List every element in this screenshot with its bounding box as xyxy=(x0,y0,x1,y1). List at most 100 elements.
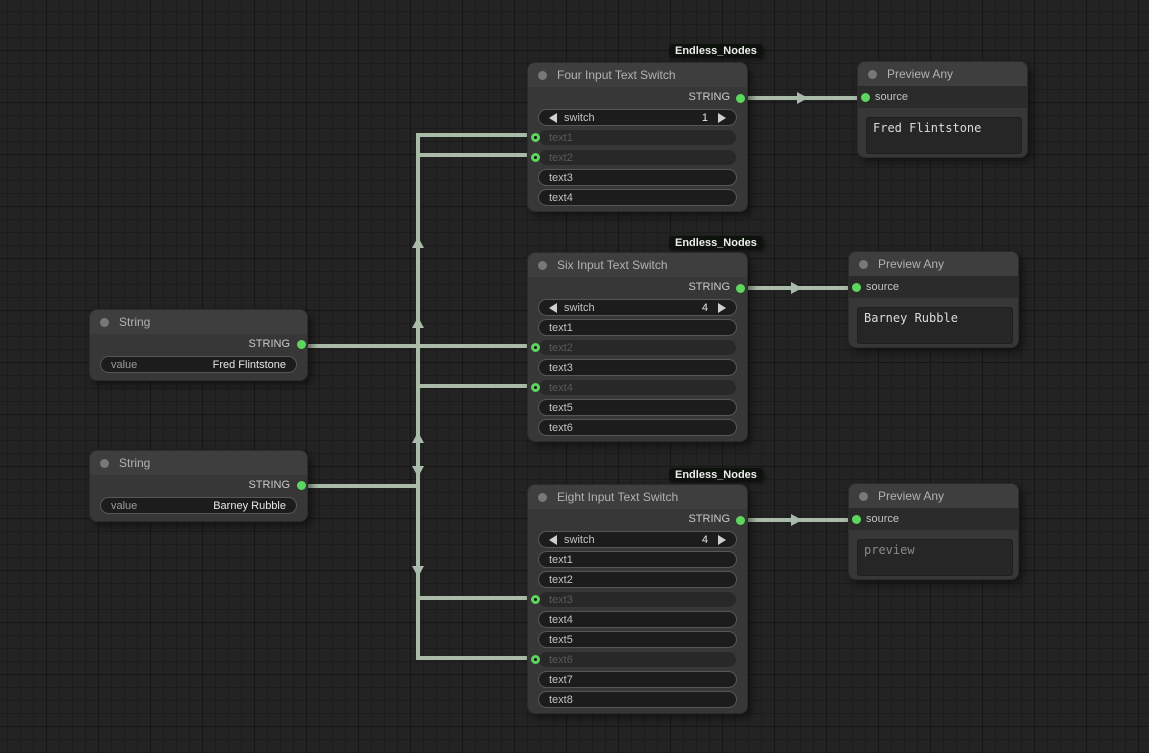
node-preview-any-barney[interactable]: Preview Any source Barney Rubble xyxy=(848,251,1019,348)
widget-text1[interactable]: text1 xyxy=(538,319,737,336)
collapse-dot-icon[interactable] xyxy=(859,491,868,501)
widget-label: text6 xyxy=(549,421,573,434)
collapse-dot-icon[interactable] xyxy=(868,69,877,79)
increment-arrow-icon[interactable] xyxy=(718,302,726,313)
preview-textarea[interactable]: preview xyxy=(857,539,1013,576)
endless-nodes-badge: Endless_Nodes xyxy=(669,468,763,482)
switch-widget[interactable]: switch 1 xyxy=(538,109,737,126)
input-socket-text3[interactable] xyxy=(531,595,540,604)
output-type-label: STRING xyxy=(688,513,730,525)
input-socket-text4[interactable] xyxy=(531,383,540,392)
input-label: source xyxy=(866,281,900,293)
link-to-four-text2 xyxy=(416,153,534,157)
input-socket-source[interactable] xyxy=(852,515,861,524)
collapse-dot-icon[interactable] xyxy=(100,317,109,327)
switch-widget[interactable]: switch 4 xyxy=(538,299,737,316)
preview-textarea[interactable]: Barney Rubble xyxy=(857,307,1013,344)
link-to-eight-text6 xyxy=(416,656,534,660)
node-title-bar[interactable]: Four Input Text Switch xyxy=(528,63,747,87)
widget-text8[interactable]: text8 xyxy=(538,691,737,708)
widget-text2[interactable]: text2 xyxy=(538,339,737,356)
widget-label: text1 xyxy=(549,321,573,334)
output-type-label: STRING xyxy=(248,479,290,491)
node-title: String xyxy=(119,456,151,470)
widget-text2[interactable]: text2 xyxy=(538,571,737,588)
switch-widget-value: 1 xyxy=(701,111,708,124)
node-preview-any-bottom[interactable]: Preview Any source preview xyxy=(848,483,1019,580)
widget-text6[interactable]: text6 xyxy=(538,419,737,436)
input-socket-text2[interactable] xyxy=(531,153,540,162)
widget-label: text7 xyxy=(549,673,573,686)
output-slot-string: STRING xyxy=(100,334,297,354)
increment-arrow-icon[interactable] xyxy=(718,112,726,123)
decrement-arrow-icon[interactable] xyxy=(549,534,557,545)
output-socket-string[interactable] xyxy=(297,481,306,490)
input-socket-source[interactable] xyxy=(852,283,861,292)
output-socket-string[interactable] xyxy=(736,94,745,103)
widget-text1[interactable]: text1 xyxy=(538,129,737,146)
link-trunk-vertical xyxy=(416,133,420,659)
node-title-bar[interactable]: Six Input Text Switch xyxy=(528,253,747,277)
node-six-input-text-switch[interactable]: Six Input Text Switch STRING switch 4 te… xyxy=(527,252,748,442)
input-socket-text2[interactable] xyxy=(531,343,540,352)
endless-nodes-badge: Endless_Nodes xyxy=(669,44,763,58)
widget-label: text2 xyxy=(549,341,573,354)
decrement-arrow-icon[interactable] xyxy=(549,112,557,123)
switch-widget-value: 4 xyxy=(701,301,708,314)
node-title-bar[interactable]: String xyxy=(90,451,307,475)
collapse-dot-icon[interactable] xyxy=(538,492,547,502)
input-socket-source[interactable] xyxy=(861,93,870,102)
node-title-bar[interactable]: Eight Input Text Switch xyxy=(528,485,747,509)
widget-text5[interactable]: text5 xyxy=(538,631,737,648)
value-widget-value: Barney Rubble xyxy=(213,499,286,512)
widget-text1[interactable]: text1 xyxy=(538,551,737,568)
node-title-bar[interactable]: Preview Any xyxy=(849,484,1018,508)
node-title-bar[interactable]: String xyxy=(90,310,307,334)
input-label: source xyxy=(866,513,900,525)
output-slot-string: STRING xyxy=(538,277,737,297)
input-socket-text6[interactable] xyxy=(531,655,540,664)
collapse-dot-icon[interactable] xyxy=(859,259,868,269)
output-slot-string: STRING xyxy=(100,475,297,495)
node-four-input-text-switch[interactable]: Four Input Text Switch STRING switch 1 t… xyxy=(527,62,748,212)
widget-text4[interactable]: text4 xyxy=(538,189,737,206)
node-string-barney[interactable]: String STRING value Barney Rubble xyxy=(89,450,308,522)
decrement-arrow-icon[interactable] xyxy=(549,302,557,313)
input-socket-text1[interactable] xyxy=(531,133,540,142)
node-preview-any-fred[interactable]: Preview Any source Fred Flintstone xyxy=(857,61,1028,158)
widget-text4[interactable]: text4 xyxy=(538,611,737,628)
widget-text7[interactable]: text7 xyxy=(538,671,737,688)
widget-label: text4 xyxy=(549,613,573,626)
widget-text4[interactable]: text4 xyxy=(538,379,737,396)
node-title: String xyxy=(119,315,151,329)
collapse-dot-icon[interactable] xyxy=(538,70,547,80)
widget-label: text2 xyxy=(549,573,573,586)
widget-text3[interactable]: text3 xyxy=(538,591,737,608)
node-title-bar[interactable]: Preview Any xyxy=(858,62,1027,86)
widget-text6[interactable]: text6 xyxy=(538,651,737,668)
collapse-dot-icon[interactable] xyxy=(100,458,109,468)
arrow-down-icon xyxy=(412,466,424,477)
value-widget[interactable]: value Fred Flintstone xyxy=(100,356,297,373)
increment-arrow-icon[interactable] xyxy=(718,534,726,545)
collapse-dot-icon[interactable] xyxy=(538,260,547,270)
output-socket-string[interactable] xyxy=(736,284,745,293)
node-title: Preview Any xyxy=(887,67,954,81)
preview-textarea[interactable]: Fred Flintstone xyxy=(866,117,1022,154)
widget-text3[interactable]: text3 xyxy=(538,169,737,186)
widget-text2[interactable]: text2 xyxy=(538,149,737,166)
link-to-eight-text3 xyxy=(416,596,534,600)
output-socket-string[interactable] xyxy=(297,340,306,349)
node-string-fred[interactable]: String STRING value Fred Flintstone xyxy=(89,309,308,381)
widget-label: text4 xyxy=(549,381,573,394)
node-eight-input-text-switch[interactable]: Eight Input Text Switch STRING switch 4 … xyxy=(527,484,748,714)
input-label: source xyxy=(875,91,909,103)
switch-widget[interactable]: switch 4 xyxy=(538,531,737,548)
output-socket-string[interactable] xyxy=(736,516,745,525)
widget-text3[interactable]: text3 xyxy=(538,359,737,376)
value-widget[interactable]: value Barney Rubble xyxy=(100,497,297,514)
node-title-bar[interactable]: Preview Any xyxy=(849,252,1018,276)
widget-text5[interactable]: text5 xyxy=(538,399,737,416)
input-slot-source: source xyxy=(858,86,1027,108)
